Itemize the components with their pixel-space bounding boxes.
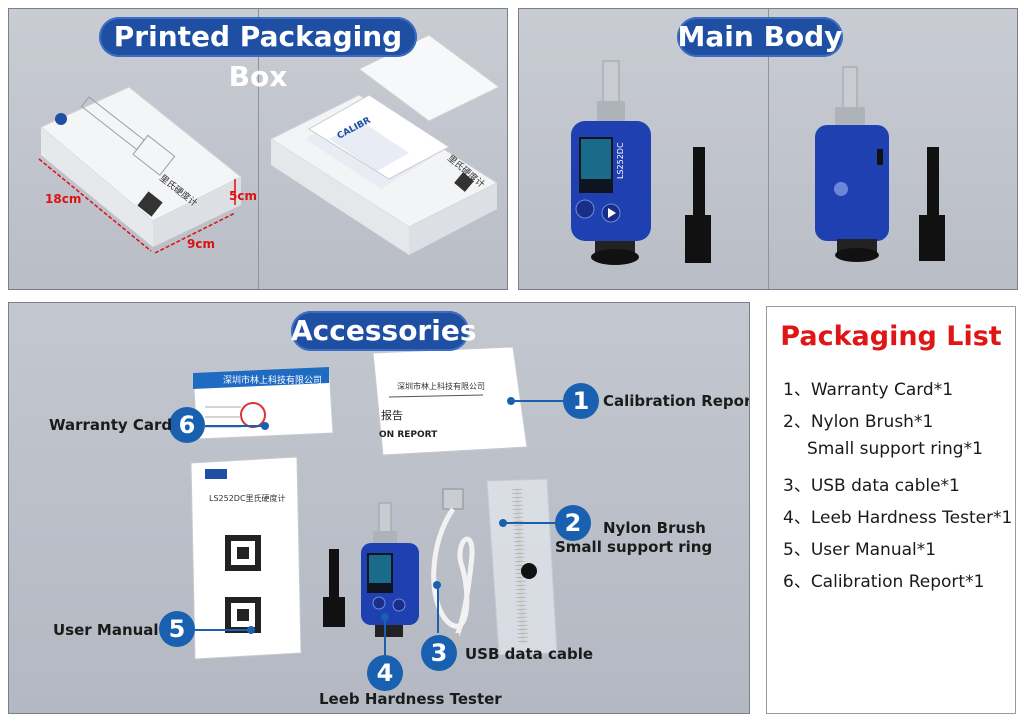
packaging-title: Printed Packaging Box [99,17,417,93]
callout-6-line [205,425,265,427]
callout-2-dot [499,519,507,527]
callout-5-line [195,629,251,631]
callout-4-badge: 4 [367,655,403,691]
callout-2-line [505,522,557,524]
user-manual-booklet: LS252DC里氏硬度计 [190,456,302,660]
accessories-title: Accessories [291,311,477,351]
accessories-photo: 深圳市林上科技有限公司 深圳市林上科技有限公司 报告 ON REPORT LS2… [190,346,558,660]
callout-3-label: USB data cable [465,645,594,663]
calibration-report: 深圳市林上科技有限公司 报告 ON REPORT [372,346,528,456]
photo-divider [258,9,259,289]
dim-height: 5cm [229,189,257,203]
callout-4-line [384,619,386,655]
warranty-card: 深圳市林上科技有限公司 [192,366,334,440]
list-item: 1、Warranty Card*1 [783,380,954,400]
warranty-company-text: 深圳市林上科技有限公司 [223,374,322,386]
callout-3-line [437,585,439,633]
svg-text:深圳市林上科技有限公司: 深圳市林上科技有限公司 [397,381,485,391]
manual-title-text: LS252DC里氏硬度计 [209,493,286,503]
callout-1-dot [507,397,515,405]
list-item: Small support ring*1 [807,439,983,459]
packaging-list-title: Packaging List [780,321,1002,352]
callout-1-line [513,400,565,402]
leeb-tester [361,502,419,637]
list-item: 2、Nylon Brush*1 [783,412,934,432]
callout-2-label-2: Small support ring [555,538,713,556]
callout-6-label: Warranty Card [49,416,173,434]
device-side [815,66,945,262]
report-cn-text: 报告 [381,408,403,422]
callout-2-label: Nylon Brush [603,519,706,537]
callout-4-dot [381,613,389,621]
callout-5-label: User Manual [53,621,159,639]
callout-1-label: Calibration Report [603,392,750,410]
callout-5-dot [247,626,255,634]
packaging-photos: 里氏硬度计 CALIBR 里氏硬度计 [38,34,500,255]
list-item: 5、User Manual*1 [783,540,937,560]
packaging-box-panel: 里氏硬度计 CALIBR 里氏硬度计 18cm 9cm 5cm Printed … [8,8,508,290]
callout-3-badge: 3 [421,635,457,671]
photo-divider [768,9,769,289]
device-front: LS252DC [571,60,711,265]
callout-4-label: Leeb Hardness Tester [319,690,502,708]
accessories-panel: 深圳市林上科技有限公司 深圳市林上科技有限公司 报告 ON REPORT LS2… [8,302,750,714]
packaging-list-panel: Packaging List 1、Warranty Card*1 2、Nylon… [766,306,1016,714]
nylon-brush-bag [486,478,558,656]
callout-5-badge: 5 [159,611,195,647]
dim-width: 9cm [187,237,215,251]
dim-length: 18cm [45,192,82,206]
callout-6-dot [261,422,269,430]
usb-cable [431,488,475,647]
list-item: 3、USB data cable*1 [783,476,960,496]
callout-6-badge: 6 [169,407,205,443]
device-model-text: LS252DC [616,142,625,179]
list-item: 6、Calibration Report*1 [783,572,985,592]
main-body-panel: LS252DC Main Body [518,8,1018,290]
closed-box: 里氏硬度计 [38,86,242,254]
report-en-text: ON REPORT [379,430,438,440]
support-ring [323,549,345,627]
open-box: CALIBR 里氏硬度计 [269,34,500,255]
main-body-photos: LS252DC [571,60,945,265]
callout-2-badge: 2 [555,505,591,541]
callout-1-badge: 1 [563,383,599,419]
list-item: 4、Leeb Hardness Tester*1 [783,508,1013,528]
main-body-title: Main Body [677,17,843,57]
